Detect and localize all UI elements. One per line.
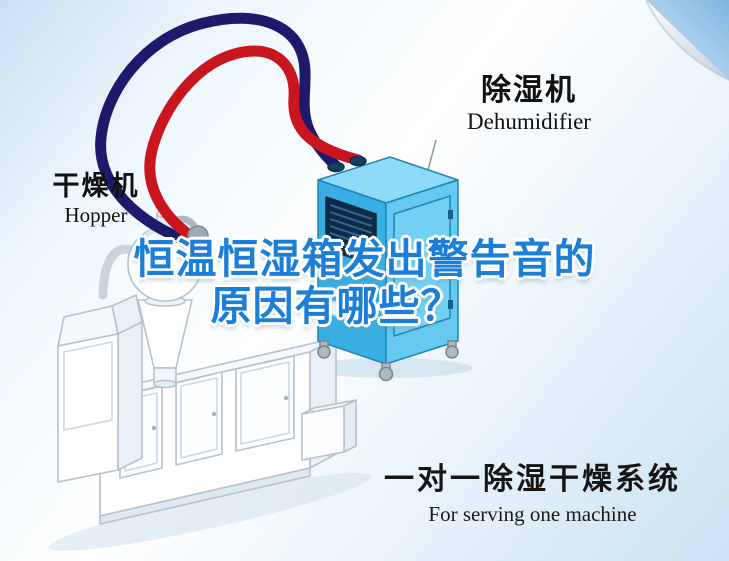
- dehumidifier-label-en: Dehumidifier: [467, 109, 591, 134]
- caster-wheel: [317, 345, 331, 359]
- dehumidifier-label: 除湿机 Dehumidifier: [450, 74, 608, 134]
- cabinet-right-face: [117, 321, 143, 471]
- footer-caption: 一对一除湿干燥系统 For serving one machine: [384, 454, 681, 527]
- vent-slat: [329, 203, 373, 221]
- vent-slat: [329, 217, 373, 235]
- door-panel-inner: [240, 361, 290, 445]
- hopper-label: 干燥机 Hopper: [36, 171, 156, 227]
- end-box-front: [301, 405, 345, 461]
- caster-wheels: [317, 340, 459, 382]
- label-pointer-line: [427, 139, 437, 171]
- caster-wheel: [445, 345, 459, 359]
- side-door-handle: [442, 248, 447, 264]
- door-handle: [283, 395, 289, 401]
- machine-shadow: [48, 473, 372, 551]
- headline-line1: 恒温恒湿箱发出警告音的: [133, 236, 596, 282]
- side-door: [393, 195, 451, 337]
- hose-port: [349, 155, 367, 167]
- door-panel: [235, 355, 295, 452]
- door-hinge: [448, 210, 453, 219]
- headline: 恒温恒湿箱发出警告音的 原因有哪些？: [0, 236, 729, 330]
- vent-slat: [329, 231, 373, 249]
- door-handle: [211, 411, 217, 417]
- vent-slat: [329, 238, 373, 256]
- end-box-side: [343, 399, 357, 453]
- headline-line2: 原因有哪些？: [210, 283, 463, 330]
- page-curl-shadow: [645, 0, 729, 81]
- footer-caption-en: For serving one machine: [428, 502, 637, 526]
- machine-illustration: [57, 209, 357, 525]
- cabinet-panel-line: [63, 341, 113, 431]
- machine-base-strip: [99, 467, 311, 525]
- dehumidifier-illustration: [317, 155, 459, 382]
- dehumidifier-label-cn: 除湿机: [481, 74, 577, 107]
- hopper-label-en: Hopper: [64, 202, 128, 227]
- page-curl: [645, 0, 729, 81]
- pipe-navy: [95, 12, 342, 248]
- door-handle: [151, 425, 157, 431]
- page-curl-flap: [646, 0, 729, 80]
- door-panel: [175, 371, 223, 466]
- footer-caption-cn: 一对一除湿干燥系统: [384, 463, 681, 496]
- hopper-label-cn: 干燥机: [52, 171, 140, 201]
- pipe-red: [144, 45, 364, 252]
- front-sticker: [329, 299, 355, 323]
- cabinet-front-face: [57, 333, 119, 483]
- hose-port: [327, 161, 345, 173]
- door-hinge: [448, 300, 453, 309]
- door-panel-inner: [180, 377, 218, 459]
- hopper-neck-base: [153, 379, 177, 389]
- vent-slats: [329, 203, 373, 256]
- vent-slat: [329, 210, 373, 228]
- hose-fitting: [187, 225, 209, 247]
- caster-wheel: [378, 366, 394, 382]
- vent-slat: [329, 224, 373, 242]
